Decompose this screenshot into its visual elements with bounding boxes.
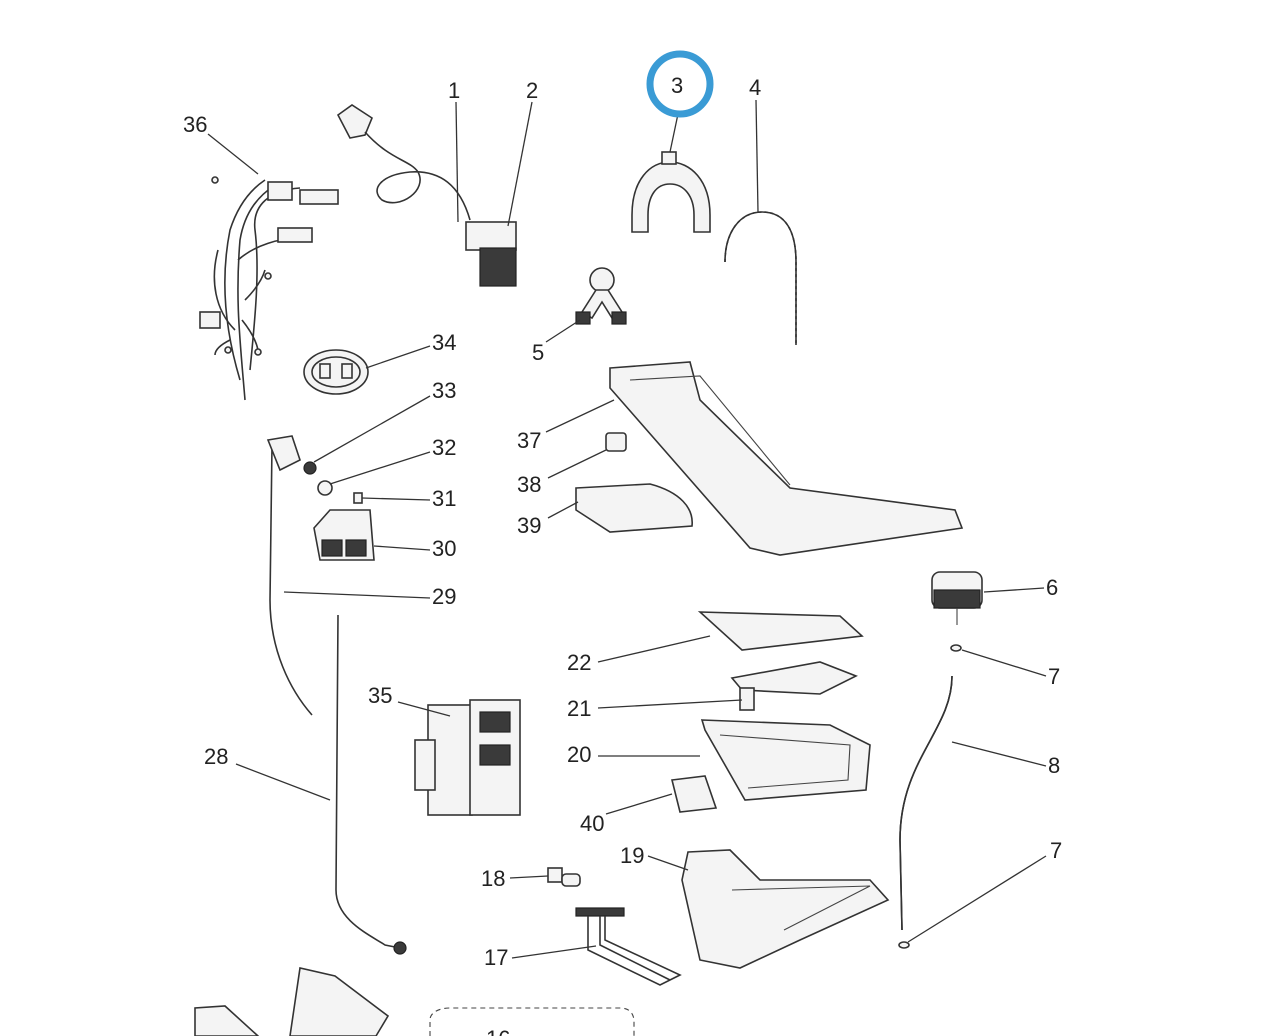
label-18: 18	[481, 866, 505, 891]
part-dispenser-top[interactable]	[609, 361, 964, 556]
part-insert-40[interactable]	[671, 775, 718, 813]
part-pressure-pipe[interactable]	[266, 435, 313, 716]
label-5: 5	[532, 340, 544, 365]
label-30: 30	[432, 536, 456, 561]
label-19: 19	[620, 843, 644, 868]
label-33: 33	[432, 378, 456, 403]
part-hose-8[interactable]	[899, 675, 953, 931]
label-4: 4	[749, 75, 761, 100]
label-16: 16	[486, 1026, 510, 1036]
label-1: 1	[448, 78, 460, 103]
label-40: 40	[580, 811, 604, 836]
label-17: 17	[484, 945, 508, 970]
part-mains-filter[interactable]	[465, 221, 517, 287]
part-seal-33[interactable]	[303, 461, 317, 475]
part-door-lock[interactable]	[414, 699, 521, 816]
part-cap-38[interactable]	[605, 432, 627, 452]
part-siphon-21[interactable]	[730, 661, 858, 711]
part-dispenser-housing-19[interactable]	[681, 849, 890, 969]
part-tray-39[interactable]	[575, 483, 693, 533]
part-drawer-20[interactable]	[700, 719, 871, 801]
part-nut-31[interactable]	[353, 492, 363, 504]
label-38: 38	[517, 472, 541, 497]
label-39: 39	[517, 513, 541, 538]
part-y-connector[interactable]	[575, 267, 627, 325]
part-power-cord[interactable]	[336, 104, 471, 221]
label-35: 35	[368, 683, 392, 708]
label-6: 6	[1046, 575, 1058, 600]
part-wiring-harness[interactable]	[199, 176, 339, 401]
label-34: 34	[432, 330, 456, 355]
part-clip-7-bottom[interactable]	[898, 941, 910, 949]
leader-lines	[207, 99, 1047, 959]
part-bottom-panel[interactable]	[194, 967, 390, 1036]
label-7-bottom: 7	[1050, 838, 1062, 863]
part-filter-22[interactable]	[697, 611, 864, 651]
label-31: 31	[432, 486, 456, 511]
part-earth-wire[interactable]	[335, 614, 407, 955]
part-number-labels: 1 2 3 4 5 36 34 33 32 31 30 29 28 35 37 …	[183, 73, 1062, 1036]
part-pressure-switch-30[interactable]	[313, 509, 375, 561]
label-22: 22	[567, 650, 591, 675]
part-group-16[interactable]	[429, 1007, 635, 1036]
label-2: 2	[526, 78, 538, 103]
highlight-circle	[646, 50, 714, 118]
label-29: 29	[432, 584, 456, 609]
label-20: 20	[567, 742, 591, 767]
label-3: 3	[671, 73, 683, 98]
part-grommet[interactable]	[303, 349, 369, 395]
label-37: 37	[517, 428, 541, 453]
part-washer-32[interactable]	[317, 480, 333, 496]
part-sensor-18[interactable]	[547, 867, 581, 887]
part-hose-guide[interactable]	[631, 151, 711, 233]
part-clip-7-top[interactable]	[950, 644, 962, 652]
label-32: 32	[432, 435, 456, 460]
label-8: 8	[1048, 753, 1060, 778]
part-drain-hose[interactable]	[724, 211, 797, 345]
part-pressure-switch-6[interactable]	[931, 571, 983, 625]
label-21: 21	[567, 696, 591, 721]
label-36: 36	[183, 112, 207, 137]
label-7-top: 7	[1048, 664, 1060, 689]
part-heater-17[interactable]	[575, 907, 682, 986]
label-28: 28	[204, 744, 228, 769]
